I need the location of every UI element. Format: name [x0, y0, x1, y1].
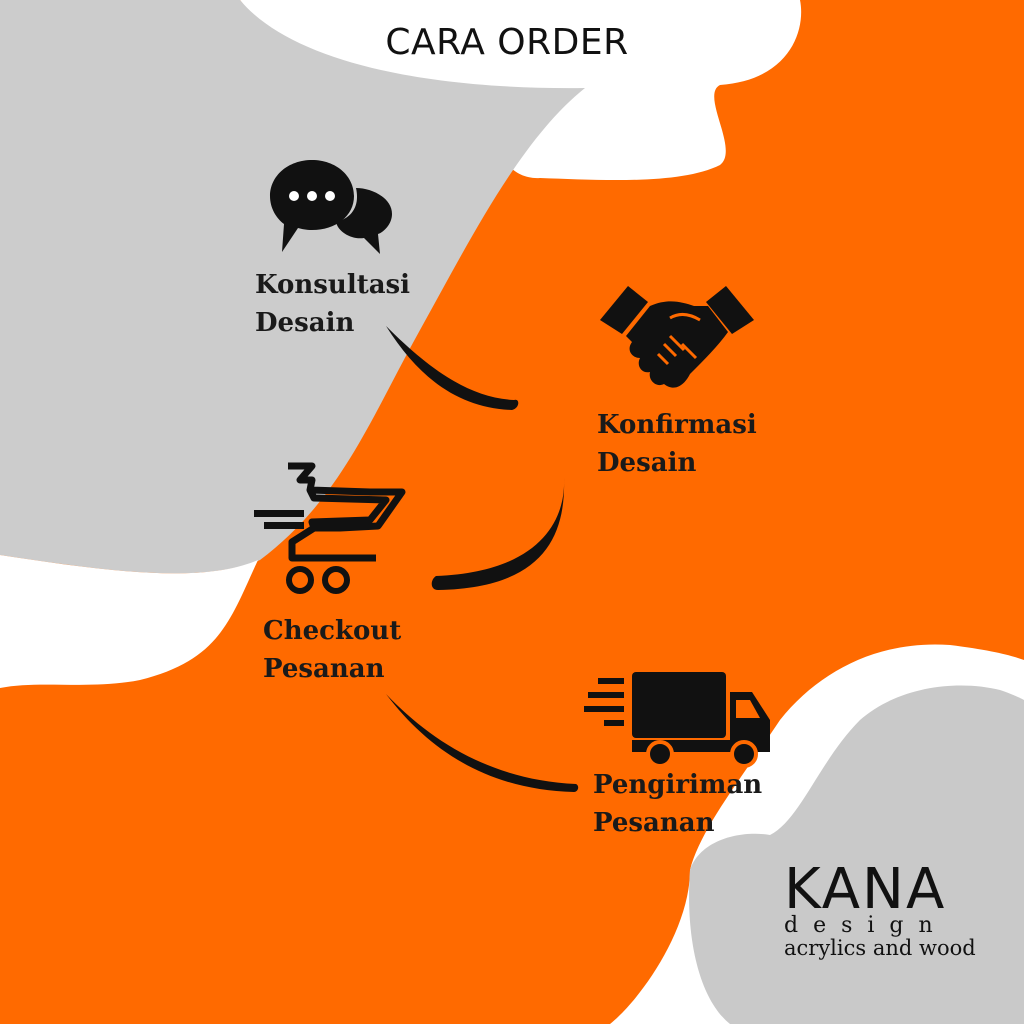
step-pengiriman-label: Pengiriman Pesanan	[593, 766, 762, 842]
page-title: CARA ORDER	[385, 22, 629, 63]
connector-stroke-3	[386, 694, 579, 792]
connector-stroke-1	[386, 326, 519, 410]
step-2-line-1: Konfirmasi	[597, 410, 757, 440]
step-4-line-1: Pengiriman	[593, 770, 763, 800]
left-gray-shape	[0, 0, 585, 574]
brand-sub: design	[784, 913, 948, 938]
chat-bubbles-icon	[270, 160, 392, 254]
shopping-cart-icon	[254, 462, 406, 594]
step-konsultasi-label: Konsultasi Desain	[255, 266, 410, 342]
delivery-truck-icon	[584, 672, 770, 768]
left-white-band	[0, 555, 258, 688]
step-2-line-2: Desain	[597, 448, 697, 478]
step-konfirmasi-label: Konfirmasi Desain	[597, 406, 757, 482]
brand-logo: KANA design acrylics and wood	[784, 857, 984, 961]
step-1-line-1: Konsultasi	[255, 270, 411, 300]
brand-tagline: acrylics and wood	[784, 936, 976, 960]
step-3-line-1: Checkout	[263, 616, 402, 646]
step-checkout-label: Checkout Pesanan	[263, 612, 401, 688]
step-3-line-2: Pesanan	[263, 654, 385, 684]
step-1-line-2: Desain	[255, 308, 355, 338]
step-4-line-2: Pesanan	[593, 808, 715, 838]
brand-name: KANA	[784, 857, 947, 922]
connector-stroke-2	[431, 478, 565, 590]
bottom-right-gray-shape	[689, 685, 1024, 1024]
handshake-icon	[600, 286, 754, 388]
